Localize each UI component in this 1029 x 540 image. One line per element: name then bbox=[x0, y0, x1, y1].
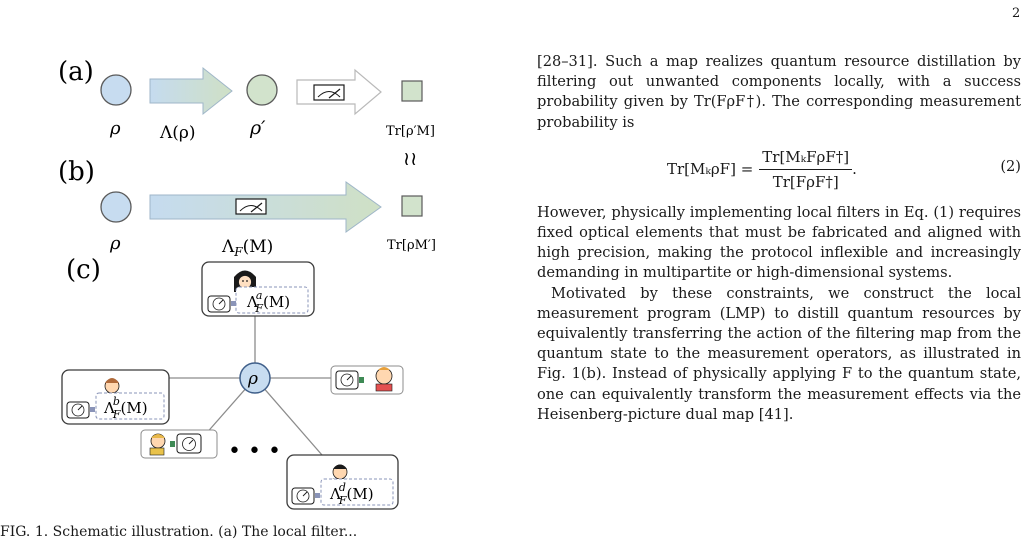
equation-fraction: Tr[MₖFρF†] Tr[FρF†] bbox=[759, 147, 853, 192]
paragraph-1: [28–31]. Such a map realizes quantum res… bbox=[537, 53, 1021, 131]
party-right-node bbox=[330, 365, 404, 395]
center-state-rho bbox=[239, 362, 271, 394]
ellipsis-dots: • • • bbox=[228, 439, 281, 464]
meter-dial-a-icon bbox=[207, 295, 231, 313]
equation-numerator: Tr[MₖFρF†] bbox=[759, 147, 853, 171]
dashed-map-box-d bbox=[320, 478, 394, 506]
paragraph-2: However, physically implementing local f… bbox=[537, 203, 1021, 282]
meter-dial-lower-left-icon bbox=[176, 433, 202, 454]
state-rho-a bbox=[100, 74, 132, 106]
state-rho-prime bbox=[246, 74, 278, 106]
meter-icon-a bbox=[313, 84, 345, 101]
figure-1: (a) ρ Λ(ρ) ρ′ Tr[ρ′M] ≀≀ (b) ρ ΛF(M) Tr[… bbox=[58, 57, 436, 510]
figure-caption: FIG. 1. Schematic illustration. (a) The … bbox=[0, 524, 358, 540]
person-lower-left-icon bbox=[149, 433, 166, 456]
meter-dial-right-icon bbox=[335, 370, 359, 390]
panel-c-label: (c) bbox=[66, 255, 101, 285]
party-lower-left-node bbox=[140, 429, 218, 459]
person-right-icon bbox=[375, 367, 393, 392]
result-square-b bbox=[401, 195, 423, 217]
meter-icon-b bbox=[235, 198, 267, 215]
map-lambda-rho: Λ(ρ) bbox=[159, 123, 196, 143]
result-square-a bbox=[401, 80, 423, 102]
result-trace-a: Tr[ρ′M] bbox=[386, 124, 435, 139]
equation-lhs: Tr[MₖρF] = bbox=[667, 160, 754, 179]
result-trace-b: Tr[ρM′] bbox=[387, 238, 436, 253]
meter-dial-b-icon bbox=[66, 401, 90, 419]
panel-a-label: (a) bbox=[58, 57, 94, 87]
center-state-rho-label: ρ bbox=[247, 369, 258, 389]
state-rho-prime-label: ρ′ bbox=[249, 117, 266, 139]
state-rho-a-label: ρ bbox=[109, 118, 121, 139]
equation-denominator: Tr[FρF†] bbox=[772, 173, 839, 192]
state-rho-b-label: ρ bbox=[109, 233, 121, 254]
equation-2: Tr[MₖρF] = Tr[MₖFρF†] Tr[FρF†] . (2) bbox=[667, 147, 1021, 192]
map-lambda-f-m: ΛF(M) bbox=[221, 237, 273, 259]
approx-symbol: ≀≀ bbox=[403, 148, 417, 170]
map-arrow-a bbox=[149, 66, 233, 116]
paragraph-3: Motivated by these constraints, we const… bbox=[537, 284, 1021, 423]
text-column: [28–31]. Such a map realizes quantum res… bbox=[537, 52, 1021, 425]
equation-number: (2) bbox=[1000, 157, 1021, 175]
panel-b-label: (b) bbox=[58, 157, 95, 187]
dashed-map-box-a bbox=[235, 286, 309, 314]
dashed-map-box-b bbox=[95, 392, 165, 420]
meter-dial-d-icon bbox=[291, 487, 315, 505]
page-number: 2 bbox=[1012, 6, 1021, 21]
state-rho-b bbox=[100, 191, 132, 223]
